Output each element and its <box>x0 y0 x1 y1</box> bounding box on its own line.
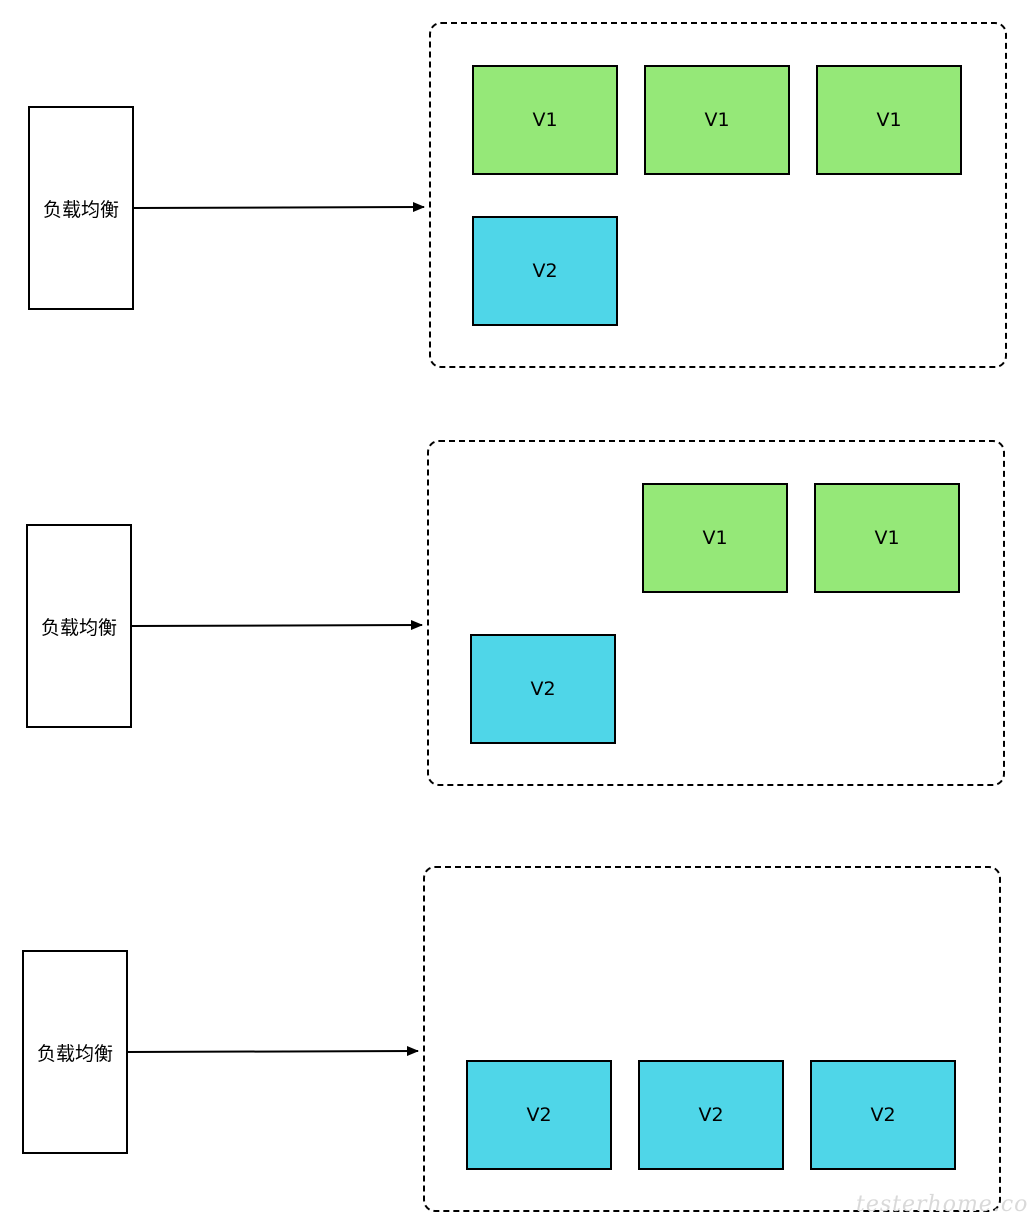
load-balancer-label: 负载均衡 <box>42 198 119 221</box>
load-balancer-1: 负载均衡 <box>28 106 134 310</box>
node-label: V2 <box>870 1104 896 1126</box>
arrow-2 <box>131 620 423 631</box>
node-label: V2 <box>530 678 556 700</box>
node-label: V2 <box>698 1104 724 1126</box>
node-v2: V2 <box>470 634 616 744</box>
node-label: V1 <box>704 109 730 131</box>
node-label: V1 <box>702 527 728 549</box>
watermark: testerhome.com <box>856 1192 1028 1217</box>
node-v1: V1 <box>816 65 962 175</box>
node-label: V1 <box>876 109 902 131</box>
node-label: V2 <box>532 260 558 282</box>
node-v1: V1 <box>472 65 618 175</box>
arrow-1 <box>133 202 425 213</box>
node-v2: V2 <box>638 1060 784 1170</box>
load-balancer-3: 负载均衡 <box>22 950 128 1154</box>
load-balancer-label: 负载均衡 <box>36 1042 113 1065</box>
node-v1: V1 <box>642 483 788 593</box>
server-group-2 <box>427 440 1005 786</box>
node-label: V2 <box>526 1104 552 1126</box>
load-balancer-2: 负载均衡 <box>26 524 132 728</box>
node-v2: V2 <box>472 216 618 326</box>
node-v1: V1 <box>644 65 790 175</box>
node-label: V1 <box>532 109 558 131</box>
node-v1: V1 <box>814 483 960 593</box>
server-group-3 <box>423 866 1001 1212</box>
server-group-1 <box>429 22 1007 368</box>
arrow-3 <box>127 1046 419 1057</box>
load-balancer-label: 负载均衡 <box>40 616 117 639</box>
node-label: V1 <box>874 527 900 549</box>
node-v2: V2 <box>810 1060 956 1170</box>
node-v2: V2 <box>466 1060 612 1170</box>
